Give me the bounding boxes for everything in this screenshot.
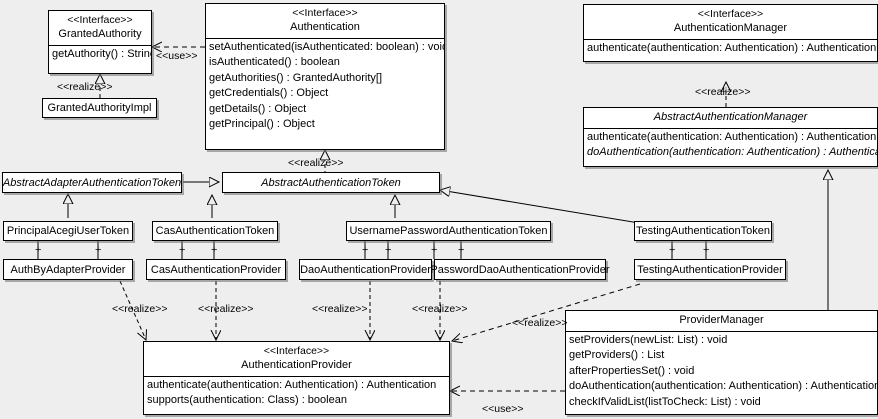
edge-label-realize-auth-by-adapter-provider: <<realize>>	[112, 303, 168, 315]
multiplicity-userpass-c: +	[431, 244, 438, 256]
operation-supports: supports(authentication: Class) : boolea…	[147, 394, 347, 407]
class-header: AbstractAuthenticationManager	[584, 108, 877, 128]
operation-authenticate: authenticate(authentication: Authenticat…	[147, 379, 437, 391]
operation-authenticate: authenticate(authentication: Authenticat…	[587, 42, 877, 54]
edge-generalize-testing-authentication-token	[440, 190, 646, 225]
operation-get-providers: getProviders() : List	[569, 349, 665, 362]
multiplicity-userpass-b: +	[385, 244, 392, 256]
class-header: <<Interface>> Authentication	[206, 4, 444, 38]
class-name: AbstractAuthenticationToken	[261, 176, 401, 189]
multiplicity-testing-right: +	[703, 244, 710, 256]
class-authentication[interactable]: <<Interface>> Authentication setAuthenti…	[205, 3, 445, 150]
class-provider-manager[interactable]: ProviderManager setProviders(newList: Li…	[565, 310, 878, 415]
class-name: AbstractAdapterAuthenticationToken	[2, 176, 182, 189]
multiplicity-userpass-d: +	[458, 244, 465, 256]
edge-label-realize-password-dao-authentication-provider: <<realize>>	[412, 303, 468, 315]
multiplicity-cas-token-left: +	[179, 244, 186, 256]
class-name: ProviderManager	[679, 314, 764, 326]
class-abstract-authentication-manager[interactable]: AbstractAuthenticationManager authentica…	[583, 107, 878, 167]
edge-realize-auth-by-adapter-provider	[119, 280, 146, 340]
multiplicity-testing-left: +	[669, 244, 676, 256]
class-name: AuthenticationManager	[673, 22, 788, 34]
operations-compartment: authenticate(authentication: Authenticat…	[144, 376, 449, 410]
edge-label-realize-dao-authentication-provider: <<realize>>	[312, 303, 368, 315]
class-dao-authentication-provider[interactable]: DaoAuthenticationProvider	[299, 259, 432, 280]
class-principal-acegi-user-token[interactable]: PrincipalAcegiUserToken	[3, 221, 133, 241]
class-testing-authentication-token[interactable]: TestingAuthenticationToken	[634, 221, 772, 241]
stereotype-interface: <<Interface>>	[263, 345, 330, 357]
stereotype-interface: <<Interface>>	[67, 14, 133, 26]
class-username-password-authentication-token[interactable]: UsernamePasswordAuthenticationToken	[346, 221, 551, 241]
class-testing-authentication-provider[interactable]: TestingAuthenticationProvider	[634, 259, 786, 280]
class-auth-by-adapter-provider[interactable]: AuthByAdapterProvider	[3, 259, 133, 280]
stereotype-interface: <<Interface>>	[292, 7, 358, 19]
class-name: PasswordDaoAuthenticationProvider	[430, 263, 610, 276]
class-name: DaoAuthenticationProvider	[300, 263, 431, 276]
edge-label-realize-granted-authority-impl: <<realize>>	[57, 81, 113, 93]
class-name: TestingAuthenticationProvider	[637, 263, 783, 276]
edge-label-realize-abstract-authentication-manager: <<realize>>	[695, 86, 751, 98]
multiplicity-principal-acegi-left: +	[35, 244, 42, 256]
class-name: UsernamePasswordAuthenticationToken	[349, 225, 548, 237]
operations-compartment: authenticate(authentication: Authenticat…	[584, 39, 877, 57]
operation-after-properties-set: afterPropertiesSet() : void	[569, 364, 695, 377]
operations-compartment: authenticate(authentication: Authenticat…	[584, 128, 877, 162]
multiplicity-cas-token-right: +	[211, 244, 218, 256]
operation-set-authenticated: setAuthenticated(isAuthenticated: boolea…	[209, 41, 444, 53]
edge-realize-testing-authentication-provider	[452, 283, 641, 341]
operation-get-principal: getPrincipal() : Object	[209, 118, 315, 131]
operation-check-if-valid-list: checkIfValidList(listToCheck: List) : vo…	[569, 395, 761, 408]
class-password-dao-authentication-provider[interactable]: PasswordDaoAuthenticationProvider	[430, 259, 610, 280]
edge-label-use-authentication-granted-authority: <<use>>	[156, 50, 198, 62]
class-cas-authentication-token[interactable]: CasAuthenticationToken	[152, 221, 278, 241]
class-authentication-provider[interactable]: <<Interface>> AuthenticationProvider aut…	[143, 341, 450, 415]
class-name: AuthenticationProvider	[241, 359, 352, 371]
edge-label-use-provider-manager: <<use>>	[482, 403, 524, 415]
operation-get-authority: getAuthority() : String	[52, 48, 151, 60]
operations-compartment: getAuthority() : String	[49, 45, 151, 63]
class-name: PrincipalAcegiUserToken	[6, 225, 130, 237]
class-header: <<Interface>> AuthenticationManager	[584, 5, 877, 39]
edge-label-realize-abstract-authentication-token: <<realize>>	[288, 157, 344, 169]
operations-compartment: setProviders(newList: List) : void getPr…	[566, 331, 877, 411]
class-name: TestingAuthenticationToken	[636, 225, 770, 237]
class-name: AbstractAuthenticationManager	[653, 111, 808, 123]
operation-do-authentication: doAuthentication(authentication: Authent…	[587, 146, 877, 159]
class-name: GrantedAuthority	[58, 28, 142, 40]
operation-set-providers: setProviders(newList: List) : void	[569, 334, 728, 346]
class-abstract-authentication-token[interactable]: AbstractAuthenticationToken	[222, 172, 440, 193]
class-authentication-manager[interactable]: <<Interface>> AuthenticationManager auth…	[583, 4, 878, 62]
class-granted-authority[interactable]: <<Interface>> GrantedAuthority getAuthor…	[48, 10, 152, 74]
edge-label-realize-testing-authentication-provider: <<realize>>	[512, 317, 568, 329]
class-name: AuthByAdapterProvider	[10, 263, 126, 276]
class-name: CasAuthenticationToken	[155, 225, 275, 237]
class-abstract-adapter-authentication-token[interactable]: AbstractAdapterAuthenticationToken	[2, 172, 182, 193]
stereotype-interface: <<Interface>>	[697, 8, 764, 20]
operation-is-authenticated: isAuthenticated() : boolean	[209, 56, 340, 69]
class-header: <<Interface>> GrantedAuthority	[49, 11, 151, 45]
operation-get-details: getDetails() : Object	[209, 102, 307, 115]
operation-do-authentication: doAuthentication(authentication: Authent…	[569, 380, 877, 393]
class-name: CasAuthenticationProvider	[150, 263, 282, 276]
operation-authenticate: authenticate(authentication: Authenticat…	[587, 131, 877, 143]
class-header: <<Interface>> AuthenticationProvider	[144, 342, 449, 376]
edge-label-realize-cas-authentication-provider: <<realize>>	[198, 303, 254, 315]
class-header: ProviderManager	[566, 311, 877, 331]
operation-get-authorities: getAuthorities() : GrantedAuthority[]	[209, 71, 383, 84]
operation-get-credentials: getCredentials() : Object	[209, 87, 329, 100]
operations-compartment: setAuthenticated(isAuthenticated: boolea…	[206, 38, 444, 133]
class-cas-authentication-provider[interactable]: CasAuthenticationProvider	[146, 259, 286, 280]
multiplicity-principal-acegi-right: +	[95, 244, 102, 256]
class-name: GrantedAuthorityImpl	[47, 102, 152, 114]
class-name: Authentication	[290, 21, 360, 33]
multiplicity-userpass-a: +	[362, 244, 369, 256]
class-granted-authority-impl[interactable]: GrantedAuthorityImpl	[42, 98, 157, 118]
